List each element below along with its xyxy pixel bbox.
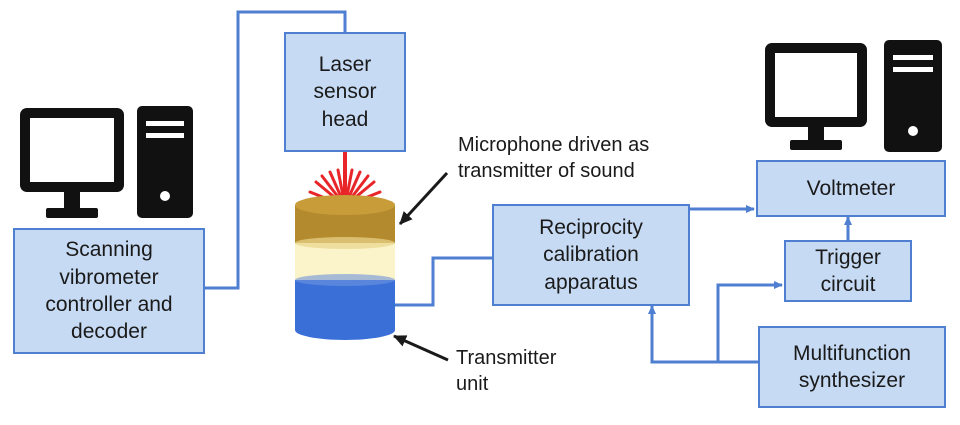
connector-synth-trigger [716, 281, 783, 362]
transmitter-unit-annotation: Transmitter unit [456, 347, 557, 395]
computer-icon [765, 40, 942, 152]
connector-cylinder-reciprocity [395, 256, 492, 307]
vibrometer-controller-box: Scanning vibrometer controller and decod… [13, 228, 205, 354]
microphone-annotation: Microphone driven as transmitter of soun… [458, 134, 650, 182]
voltmeter-box: Voltmeter [756, 160, 946, 217]
connector-synth-reciprocity [648, 305, 758, 364]
microphone-pointer-arrow [398, 171, 449, 226]
computer-icon [20, 106, 193, 218]
multifunction-synthesizer-box: Multifunction synthesizer [758, 326, 946, 408]
trigger-circuit-box: Trigger circuit [784, 240, 912, 302]
connector-vibrometer-laser [205, 10, 347, 290]
reciprocity-apparatus-box: Reciprocity calibration apparatus [492, 204, 690, 306]
transmitter-pointer-arrow [393, 334, 449, 362]
laser-sensor-head-box: Laser sensor head [284, 32, 406, 152]
cylinder-icon [295, 195, 395, 340]
